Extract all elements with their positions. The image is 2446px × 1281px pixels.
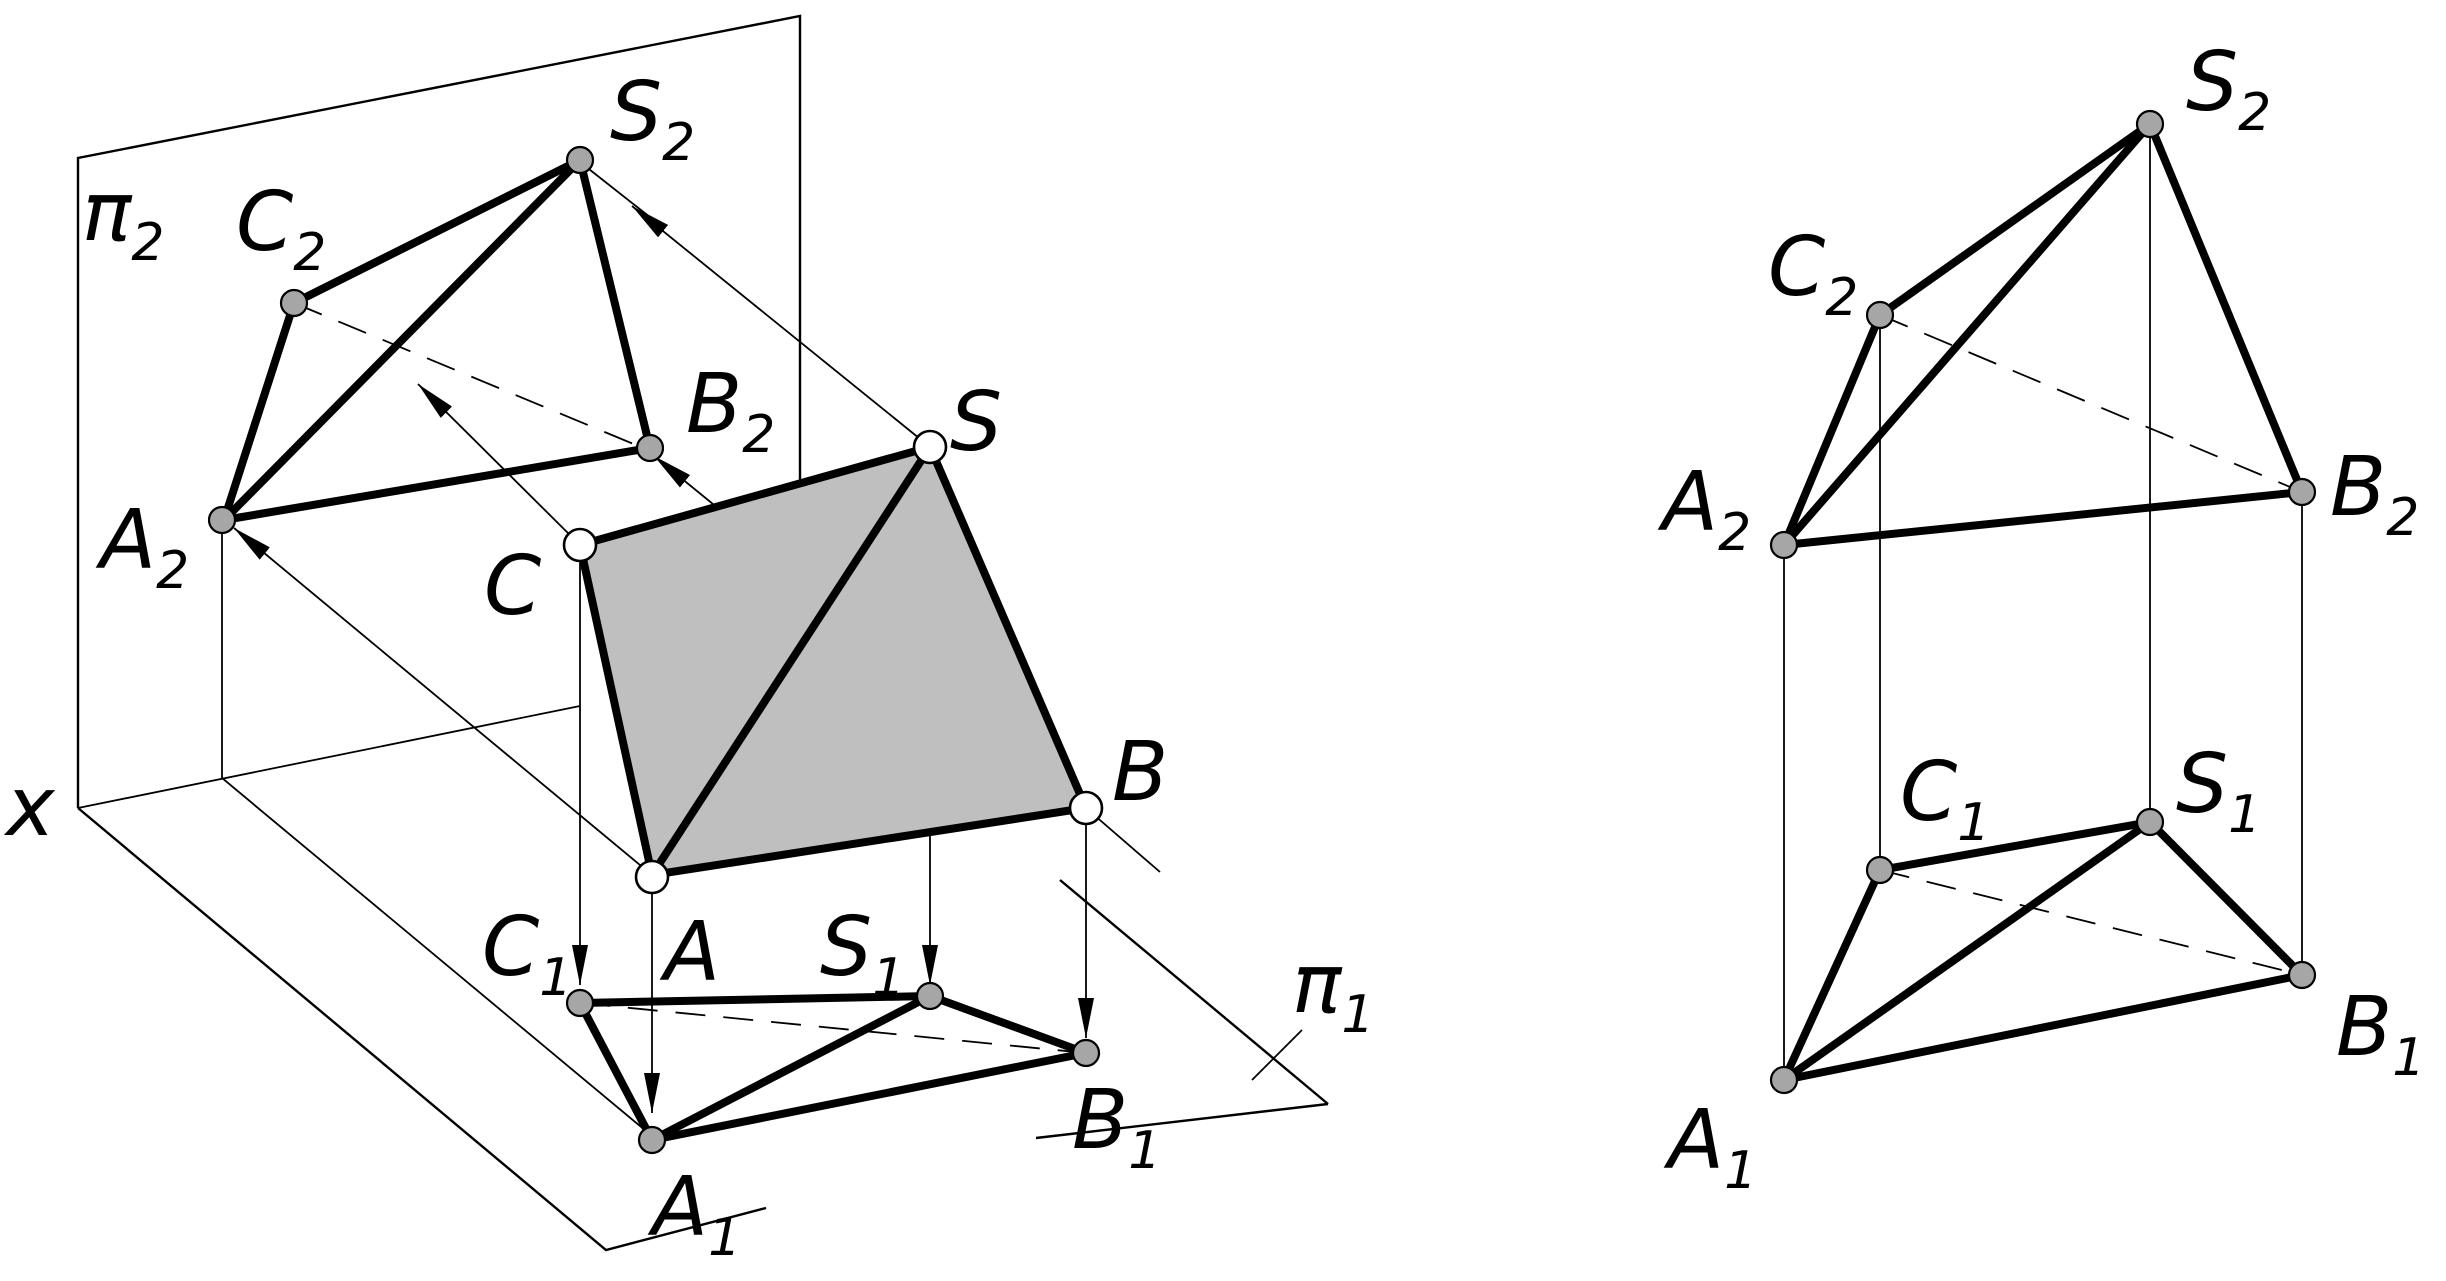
horizontal-projection: [576, 991, 1101, 1145]
hidden-edges: [293, 302, 1087, 1054]
point-A: [634, 859, 670, 895]
point-B2: [635, 433, 665, 463]
label-C1: C1: [482, 900, 572, 1008]
plane-pi2: [76, 14, 802, 808]
point-S1: [915, 981, 945, 1011]
point-A1: [637, 1125, 667, 1155]
plane-pi1: [77, 705, 1329, 1252]
label-pi1: π1: [1292, 937, 1374, 1045]
epure-label-B2: B2: [2330, 440, 2419, 548]
point-C1: [565, 988, 595, 1018]
epure-labels: S2 C2 A2 B2 C1 S1 A1 B1: [1657, 35, 2425, 1201]
label-B1: B1: [1072, 1073, 1161, 1181]
epure-point-A2: [1769, 530, 1799, 560]
point-B1: [1071, 1038, 1101, 1068]
epure-label-S2: S2: [2186, 35, 2271, 143]
epure-point-S1: [2135, 807, 2165, 837]
epure-view: S2 C2 A2 B2 C1 S1 A1 B1: [1657, 35, 2425, 1201]
spatial-view: π2 π1 x S2 C2 B2 A2 S C B A C1 S1 B1 A1: [3, 14, 1374, 1268]
epure-point-B2: [2287, 477, 2317, 507]
point-S: [912, 429, 948, 465]
epure-label-B1: B1: [2336, 980, 2425, 1088]
epure-point-S2: [2135, 109, 2165, 139]
label-S1: S1: [820, 900, 905, 1008]
label-axis-x: x: [3, 760, 56, 855]
epure-label-C1: C1: [1900, 745, 1990, 853]
label-B: B: [1112, 725, 1168, 820]
epure-link-lines: [1783, 124, 2303, 1080]
epure-label-A1: A1: [1663, 1093, 1757, 1201]
point-C2: [279, 288, 309, 318]
epure-point-B1: [2287, 960, 2317, 990]
epure-horizontal: [1780, 817, 2311, 1084]
label-B2: B2: [686, 357, 775, 465]
label-A2: A2: [95, 493, 189, 601]
epure-point-A1: [1769, 1065, 1799, 1095]
epure-label-C2: C2: [1768, 220, 1858, 328]
epure-point-C2: [1865, 300, 1895, 330]
point-B: [1068, 790, 1104, 826]
label-C2: C2: [236, 175, 326, 283]
label-C: C: [484, 539, 541, 634]
labels-spatial: π2 π1 x S2 C2 B2 A2 S C B A C1 S1 B1 A1: [3, 65, 1374, 1268]
point-A2: [207, 505, 237, 535]
label-A: A: [659, 905, 720, 1000]
point-S2: [565, 145, 595, 175]
epure-points: [1769, 109, 2317, 1095]
epure-frontal: [1780, 117, 2308, 549]
epure-hidden-edges: [1879, 314, 2303, 976]
epure-label-S1: S1: [2176, 737, 2261, 845]
face-asb: [580, 447, 1086, 875]
label-A1: A1: [647, 1160, 741, 1268]
epure-point-C1: [1865, 855, 1895, 885]
point-C: [562, 527, 598, 563]
points-spatial: [207, 145, 1104, 1155]
label-S: S: [950, 375, 1002, 470]
label-S2: S2: [610, 65, 695, 173]
label-pi2: π2: [82, 165, 164, 273]
pyramid-space: [576, 442, 1092, 880]
epure-label-A2: A2: [1657, 455, 1751, 563]
